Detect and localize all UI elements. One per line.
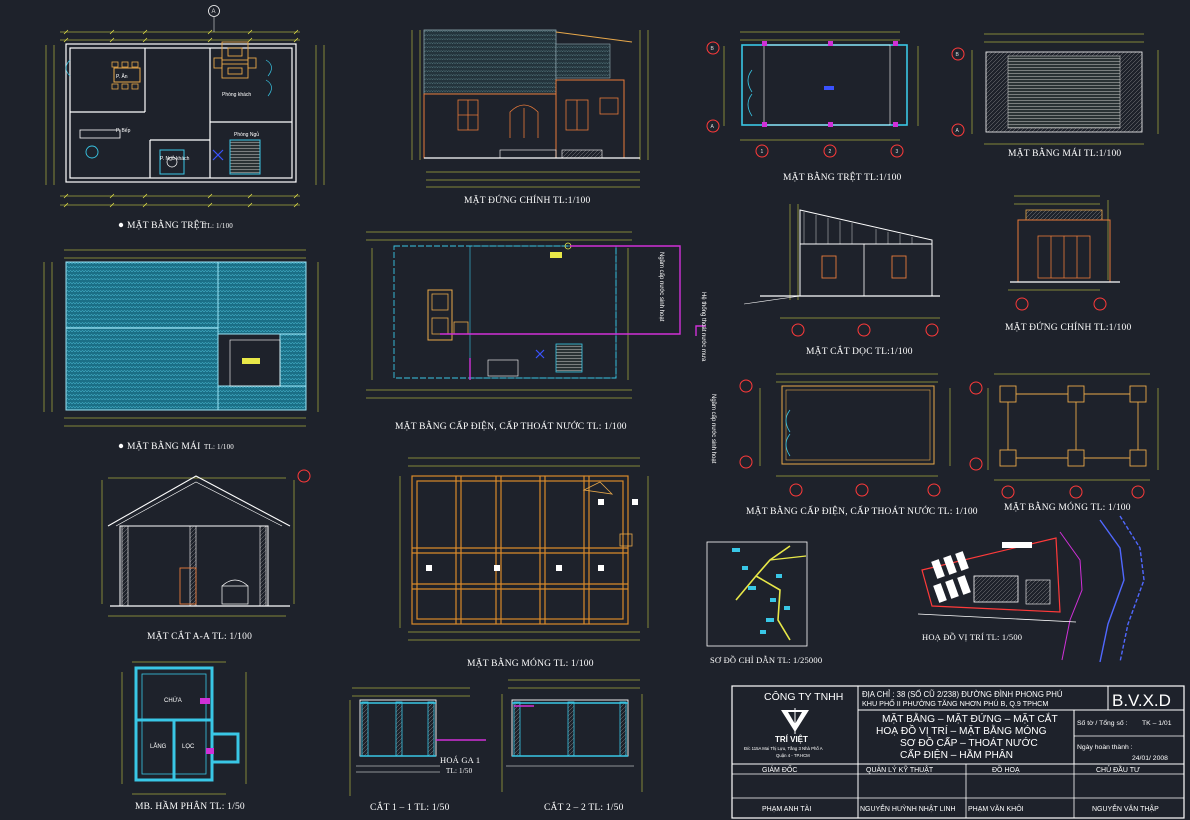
title-foundation-plan: MẶT BẰNG MÓNG TL: 1/100 xyxy=(467,656,594,669)
title-block: CÔNG TY TNHH TRÍ VIỆT Đ/c 115A Mai Thị L… xyxy=(731,685,1185,819)
tank-label-filter: LỌC xyxy=(182,744,195,750)
tb-name-graphics: PHẠM VĂN KHÔI xyxy=(968,804,1024,813)
tb-project-code: B.V.X.D xyxy=(1112,691,1171,710)
pipe-note-2: Hệ thống thoát nước mưa xyxy=(700,292,706,362)
title-ground-plan-scale: TL: 1/100 xyxy=(203,222,233,230)
title-roof-plan-2: MẶT BẰNG MÁI TL:1/100 xyxy=(1008,146,1121,159)
septic-sections: HOÁ GA 1 TL: 1/50 CẮT 1 – 1 TL: 1/50 CẮT… xyxy=(349,679,643,813)
title-section-22: CẮT 2 – 2 TL: 1/50 xyxy=(544,800,624,813)
pipe-note-1: Ngầm cấp nước sinh hoạt xyxy=(658,252,664,322)
title-long-section: MẶT CẮT DỌC TL:1/100 xyxy=(806,344,913,357)
tb-drawing-line4: CẤP ĐIỆN – HẦM PHÂN xyxy=(900,748,1013,761)
axis-label: B xyxy=(711,46,715,52)
septic-plan: CHỨA LẮNG LỌC MB. HẦM PHÂN TL: 1/50 xyxy=(121,661,247,812)
logo-mark xyxy=(781,708,809,734)
axis-label: A xyxy=(956,128,960,134)
room-label-dining: P. Ăn xyxy=(116,73,128,80)
grid-bubbles-plan2: B A 1 2 3 xyxy=(706,41,904,158)
long-section: MẶT CẮT DỌC TL:1/100 xyxy=(743,204,940,357)
title-section-11: CẮT 1 – 1 TL: 1/50 xyxy=(370,800,450,813)
foundation-plan-2: MẶT BẰNG MÓNG TL: 1/100 xyxy=(969,373,1159,513)
title-septic-plan: MB. HẦM PHÂN TL: 1/50 xyxy=(135,799,245,812)
tb-name-tech: NGUYỄN HUỲNH NHẬT LINH xyxy=(860,804,956,813)
utilities-plan-2: Ngầm cấp nước sinh hoạt MẶT BẰNG CẤP ĐIỆ… xyxy=(710,373,978,517)
title-roof-plan-scale: TL: 1/100 xyxy=(204,443,234,451)
tank-label-storage: CHỨA xyxy=(164,697,182,704)
title-manhole: HOÁ GA 1 xyxy=(440,755,480,765)
room-label-living: Phòng khách xyxy=(222,92,251,98)
room-label-guest: P. Ngủ khách xyxy=(160,155,190,162)
tb-drawing-line2: HOẠ ĐỒ VỊ TRÍ – MẶT BẰNG MÓNG xyxy=(876,724,1047,737)
tb-drawing-line1: MẶT BẰNG – MẶT ĐỨNG – MẶT CẮT xyxy=(882,712,1058,725)
tb-company-addr1: Đ/c 115A Mai Thị Lựu, Tầng 3 Nhà Phố A xyxy=(744,746,823,751)
axis-label: A xyxy=(711,124,715,130)
title-ground-plan: MẶT BẰNG TRỆT xyxy=(127,218,206,231)
tb-date-label: Ngày hoàn thành : xyxy=(1077,744,1133,751)
title-utilities-plan: MẶT BẰNG CẤP ĐIỆN, CẤP THOÁT NƯỚC TL: 1/… xyxy=(395,419,627,432)
axis-label: 1 xyxy=(761,149,764,155)
tb-sheet-label: Số tờ / Tổng số : xyxy=(1077,718,1128,727)
foundation-plan: MẶT BẰNG MÓNG TL: 1/100 xyxy=(399,457,649,669)
site-plan: HOẠ ĐỒ VỊ TRÍ TL: 1/500 xyxy=(917,515,1145,663)
ground-plan-2: B A 1 2 3 MẶT BẰNG TRỆT TL:1/100 xyxy=(706,31,919,183)
title-utilities-plan-2: MẶT BẰNG CẤP ĐIỆN, CẤP THOÁT NƯỚC TL: 1/… xyxy=(746,504,978,517)
tb-logo-text: TRÍ VIỆT xyxy=(775,735,808,744)
title-site-plan: HOẠ ĐỒ VỊ TRÍ TL: 1/500 xyxy=(922,632,1022,642)
tb-role-investor: CHỦ ĐẦU TƯ xyxy=(1096,764,1140,774)
directions-map: SƠ ĐỒ CHỈ DẪN TL: 1/25000 xyxy=(706,541,822,665)
pipe-note-3: Ngầm cấp nước sinh hoạt xyxy=(710,394,716,464)
utilities-plan: Ngầm cấp nước sinh hoạt Hệ thống thoát n… xyxy=(366,231,706,432)
section-aa: MẶT CẮT A-A TL: 1/100 xyxy=(101,469,311,642)
ground-floor-plan: A P. Ăn Phòng khách P. Bếp P. Ngủ khách … xyxy=(45,5,325,231)
tank-label-settling: LẮNG xyxy=(150,742,167,750)
title-front-elevation-2: MẶT ĐỨNG CHÍNH TL:1/100 xyxy=(1005,321,1131,333)
axis-label: 3 xyxy=(896,149,899,155)
tb-company-addr2: Quận 4 - TP.HCM xyxy=(776,753,810,758)
title-front-elevation: MẶT ĐỨNG CHÍNH TL:1/100 xyxy=(464,194,590,206)
title-ground-plan-2: MẶT BẰNG TRỆT TL:1/100 xyxy=(783,170,902,183)
tb-site-line1: ĐỊA CHỈ : 38 (SỐ CŨ 2/238) ĐƯỜNG ĐÌNH PH… xyxy=(862,689,1063,699)
tb-sheet-value: TK – 1/01 xyxy=(1142,720,1172,727)
axis-label: B xyxy=(956,52,960,58)
tb-drawing-line3: SƠ ĐỒ CẤP – THOÁT NƯỚC xyxy=(900,736,1038,749)
tb-name-investor: NGUYỄN VĂN THẬP xyxy=(1092,804,1159,813)
title-section-aa: MẶT CẮT A-A TL: 1/100 xyxy=(147,629,252,642)
tb-role-tech: QUẢN LÝ KỸ THUẬT xyxy=(866,765,934,774)
roof-plan: MẶT BẰNG MÁI TL: 1/100 xyxy=(43,249,319,452)
tb-date-value: 24/01/ 2008 xyxy=(1132,755,1168,762)
tb-site-line2: KHU PHỐ II PHƯỜNG TĂNG NHƠN PHÚ B, Q.9 T… xyxy=(862,698,1048,708)
room-label-bedroom: Phòng Ngủ xyxy=(234,131,259,138)
tb-role-graphics: ĐỒ HOẠ xyxy=(992,764,1020,774)
room-label-kitchen: P. Bếp xyxy=(116,128,131,134)
front-elevation: MẶT ĐỨNG CHÍNH TL:1/100 xyxy=(411,29,649,206)
front-elevation-2: MẶT ĐỨNG CHÍNH TL:1/100 xyxy=(1005,195,1131,333)
title-foundation-plan-2: MẶT BẰNG MÓNG TL: 1/100 xyxy=(1004,500,1131,513)
axis-label: 2 xyxy=(829,149,832,155)
tb-company: CÔNG TY TNHH xyxy=(764,690,843,703)
title-directions-map: SƠ ĐỒ CHỈ DẪN TL: 1/25000 xyxy=(710,655,822,665)
title-roof-plan: MẶT BẰNG MÁI xyxy=(127,439,200,452)
tb-name-director: PHẠM ANH TÀI xyxy=(762,804,811,813)
tb-role-director: GIÁM ĐỐC xyxy=(762,764,797,774)
svg-text:A: A xyxy=(212,9,216,15)
roof-plan-2: B A MẶT BẰNG MÁI TL:1/100 xyxy=(951,33,1159,159)
title-manhole-scale: TL: 1/50 xyxy=(446,767,473,775)
